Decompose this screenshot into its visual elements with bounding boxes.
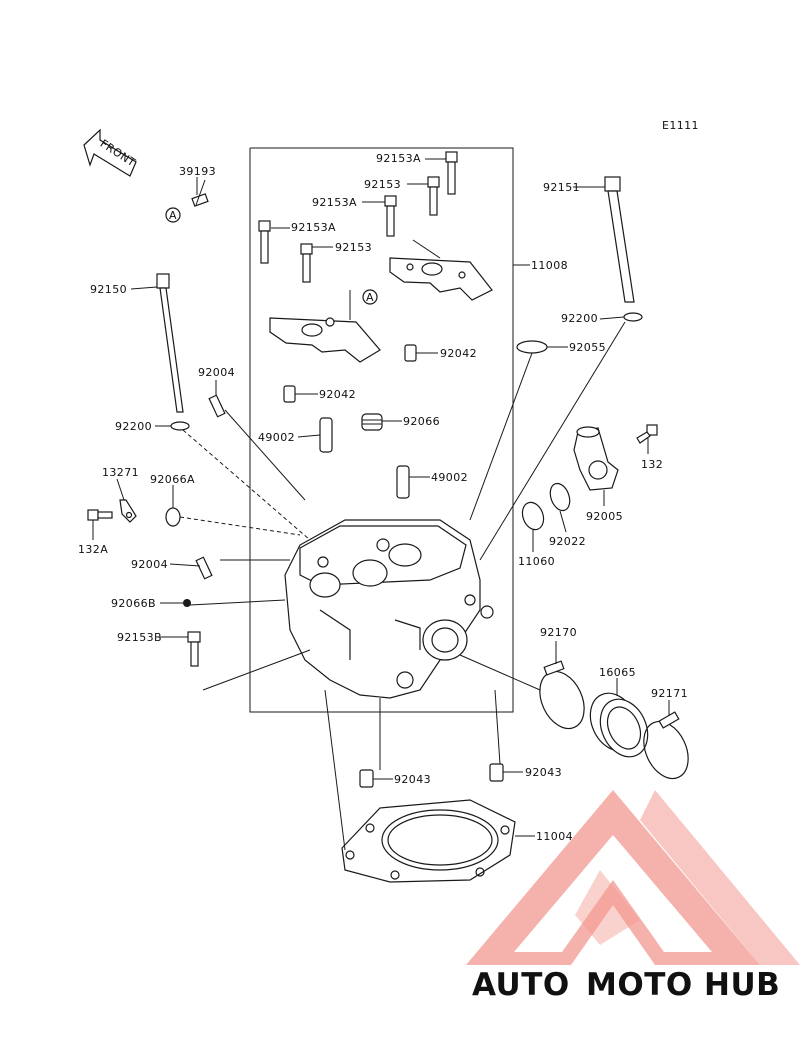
gasket-11060 <box>521 501 545 531</box>
automotohub-wordmark: AUTO MOTO HUB <box>472 967 780 1003</box>
dowel-pin-92043-left <box>359 769 374 788</box>
front-direction-arrow: FRONT <box>83 128 138 177</box>
valve-guide-49002-left <box>319 417 333 453</box>
label-11004: 11004 <box>536 830 573 843</box>
label-92170: 92170 <box>540 626 577 639</box>
label-16065: 16065 <box>599 666 636 679</box>
label-92055: 92055 <box>569 341 606 354</box>
washer-92200-right <box>623 312 643 322</box>
diagram-code: E1111 <box>662 119 699 132</box>
label-132A: 132A <box>78 543 108 556</box>
label-92005: 92005 <box>586 510 623 523</box>
oil-seal-92066 <box>361 413 383 431</box>
dowel-pin-92042-right <box>404 344 417 362</box>
automotohub-logo <box>466 790 800 965</box>
bolt-92153A-left <box>258 220 271 264</box>
label-132: 132 <box>641 458 663 471</box>
assembly-frame <box>249 147 514 713</box>
stud-92004-top <box>208 394 226 418</box>
bolt-132A <box>87 509 113 521</box>
label-92042-left: 92042 <box>319 388 356 401</box>
label-92153-1: 92153 <box>364 178 401 191</box>
wordmark-hub: HUB <box>704 967 780 1003</box>
wordmark-moto: MOTO <box>586 967 693 1003</box>
label-92043-right: 92043 <box>525 766 562 779</box>
label-92042-right: 92042 <box>440 347 477 360</box>
hose-16065 <box>589 692 649 758</box>
label-92066B: 92066B <box>111 597 156 610</box>
long-bolt-92151 <box>604 176 635 303</box>
label-92004-bottom: 92004 <box>131 558 168 571</box>
head-gasket-11004 <box>341 799 516 883</box>
label-39193: 39193 <box>179 165 216 178</box>
label-92171: 92171 <box>651 687 688 700</box>
label-11008: 11008 <box>531 259 568 272</box>
svg-text:A: A <box>169 209 177 222</box>
washer-92200-left <box>170 421 190 431</box>
label-92043-left: 92043 <box>394 773 431 786</box>
label-92066: 92066 <box>403 415 440 428</box>
long-bolt-92150 <box>156 273 184 413</box>
label-92153A-3: 92153A <box>291 221 336 234</box>
bolt-39193 <box>191 179 209 207</box>
label-11060: 11060 <box>518 555 555 568</box>
label-49002-right: 49002 <box>431 471 468 484</box>
label-92153A-2: 92153A <box>312 196 357 209</box>
bolt-92153A-top <box>445 151 458 195</box>
hose-clamp-92170 <box>539 660 585 730</box>
ref-marker-a-2: A <box>362 289 378 305</box>
camshaft-cap-left <box>269 317 381 363</box>
label-92200-left: 92200 <box>115 420 152 433</box>
stud-92004-bottom <box>195 556 213 580</box>
bolt-92153-left <box>300 243 313 283</box>
svg-text:A: A <box>366 291 374 304</box>
label-92200-right: 92200 <box>561 312 598 325</box>
label-92022: 92022 <box>549 535 586 548</box>
dowel-pin-92043-right <box>489 763 504 782</box>
wordmark-auto: AUTO <box>472 967 570 1003</box>
label-92066A: 92066A <box>150 473 195 486</box>
label-92004-top: 92004 <box>198 366 235 379</box>
cylinder-head <box>284 519 494 699</box>
label-92151: 92151 <box>543 181 580 194</box>
bolt-92153A-mid <box>384 195 397 237</box>
ref-marker-a-1: A <box>165 207 181 223</box>
label-92153B: 92153B <box>117 631 162 644</box>
label-92153-2: 92153 <box>335 241 372 254</box>
bolt-92153-top <box>427 176 440 216</box>
hose-clamp-92171 <box>643 711 689 780</box>
camshaft-cap-right <box>389 257 493 301</box>
bracket-13271 <box>119 499 137 523</box>
valve-guide-49002-right <box>396 465 410 499</box>
label-92150: 92150 <box>90 283 127 296</box>
label-49002-left: 49002 <box>258 431 295 444</box>
dowel-pin-92042-left <box>283 385 296 403</box>
seal-92066A <box>165 507 181 527</box>
seal-92066B <box>183 599 191 607</box>
bolt-92153B <box>187 631 201 667</box>
water-fitting-92005 <box>573 426 619 491</box>
label-92153A-1: 92153A <box>376 152 421 165</box>
o-ring-92022 <box>549 482 571 512</box>
leader-lines <box>92 158 670 851</box>
label-13271: 13271 <box>102 466 139 479</box>
part-labels: 39193 92153A 92153 92153A 92153A 92153 9… <box>78 152 688 843</box>
bolt-132 <box>636 424 658 444</box>
o-ring-92055 <box>516 340 548 354</box>
